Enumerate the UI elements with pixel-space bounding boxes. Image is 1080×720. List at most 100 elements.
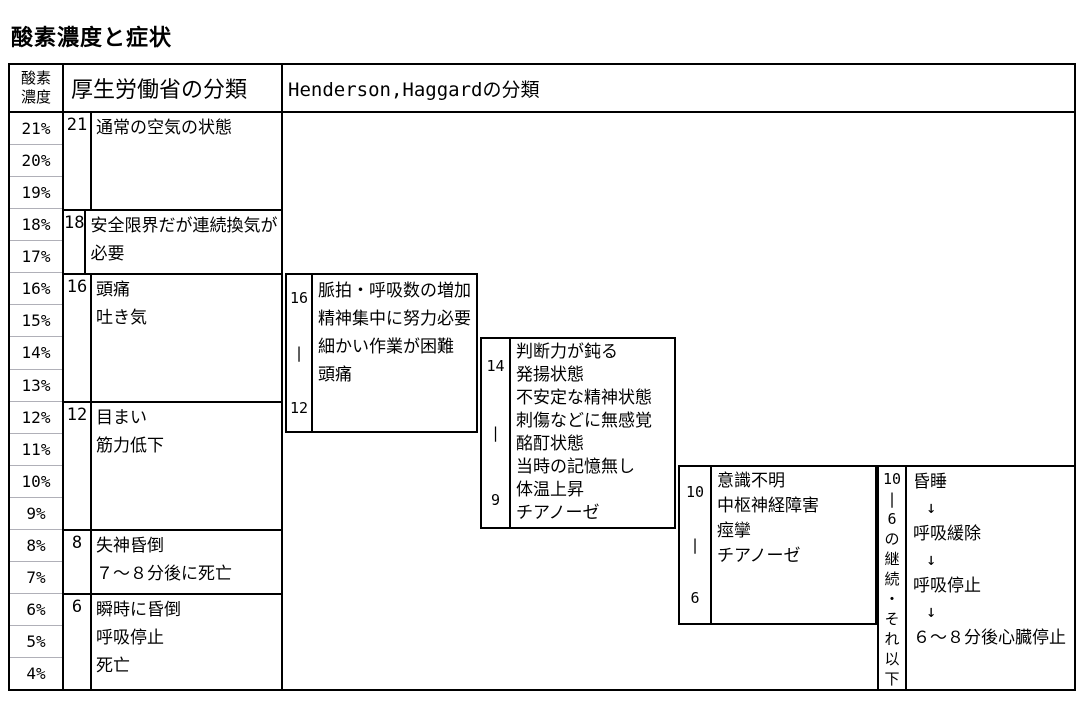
symptom-line: 頭痛 xyxy=(318,365,352,385)
header-oxygen-line1: 酸素 xyxy=(20,69,51,87)
strip-char: そ xyxy=(884,610,900,628)
strip-char: 6 xyxy=(887,510,897,528)
page-title: 酸素濃度と症状 xyxy=(11,26,173,51)
oxygen-level-row: 17% xyxy=(10,240,62,272)
continuation-strip: 10 | 6 の 継 続 ・ そ れ 以 下 xyxy=(877,465,907,689)
mhlw-group-value: 6 xyxy=(64,595,92,689)
strip-char: ・ xyxy=(884,590,900,608)
mhlw-group-21: 21 通常の空気の状態 xyxy=(64,113,281,209)
symptom-line: 細かい作業が困難 xyxy=(318,337,454,357)
strip-char: れ xyxy=(884,630,900,648)
oxygen-level-row: 11% xyxy=(10,432,62,465)
symptom-line: 判断力が鈍る xyxy=(516,342,618,362)
symptom-line: チアノーゼ xyxy=(717,546,801,566)
range-bar: | xyxy=(690,536,700,554)
symptom-line: 呼吸停止 xyxy=(913,576,981,596)
mhlw-group-symptoms: 頭痛 吐き気 xyxy=(92,275,281,401)
henderson-range-14-9: 14 | 9 xyxy=(482,339,511,527)
henderson-box-14-9: 14 | 9 判断力が鈍る 発揚状態 不安定な精神状態 刺傷などに無感覚 酩酊状… xyxy=(480,337,676,529)
strip-char: 続 xyxy=(884,570,900,588)
mhlw-group-16: 16 頭痛 吐き気 xyxy=(64,273,281,401)
symptom-line: 死亡 xyxy=(96,656,130,676)
mhlw-group-symptoms: 瞬時に昏倒 呼吸停止 死亡 xyxy=(92,595,281,689)
symptom-line: 体温上昇 xyxy=(516,480,584,500)
symptom-line: チアノーゼ xyxy=(516,503,600,523)
henderson-symptoms: 脈拍・呼吸数の増加 精神集中に努力必要 細かい作業が困難 頭痛 xyxy=(313,275,476,431)
symptom-line: 不安定な精神状態 xyxy=(516,388,652,408)
oxygen-level-row: 18% xyxy=(10,208,62,240)
mhlw-group-8: 8 失神昏倒 ７～８分後に死亡 xyxy=(64,529,281,593)
symptom-line: 通常の空気の状態 xyxy=(96,118,232,138)
oxygen-level-row: 7% xyxy=(10,560,62,593)
symptom-line: 脈拍・呼吸数の増加 xyxy=(318,281,471,301)
final-symptoms-box: 昏睡 ↓ 呼吸緩除 ↓ 呼吸停止 ↓ ６～８分後心臓停止 xyxy=(907,465,1074,689)
symptom-line: 頭痛 xyxy=(96,280,130,300)
henderson-range-16-12: 16 | 12 xyxy=(287,275,313,431)
symptom-line: 当時の記憶無し xyxy=(516,457,635,477)
strip-char: 以 xyxy=(884,650,900,668)
down-arrow-icon: ↓ xyxy=(926,550,937,570)
strip-char: 下 xyxy=(884,670,900,688)
mhlw-group-6: 6 瞬時に昏倒 呼吸停止 死亡 xyxy=(64,593,281,689)
oxygen-level-row: 16% xyxy=(10,272,62,304)
symptom-line: 目まい xyxy=(96,408,147,428)
symptom-line: ６～８分後心臓停止 xyxy=(913,628,1066,648)
header-oxygen-concentration: 酸素 濃度 xyxy=(10,65,64,111)
henderson-range-10-6: 10 | 6 xyxy=(680,467,712,623)
mhlw-group-symptoms: 失神昏倒 ７～８分後に死亡 xyxy=(92,531,281,593)
strip-char: 継 xyxy=(884,550,900,568)
header-oxygen-line2: 濃度 xyxy=(20,88,51,106)
symptom-line: 吐き気 xyxy=(96,308,147,328)
oxygen-level-row: 12% xyxy=(10,400,62,433)
symptom-line: 必要 xyxy=(90,244,125,264)
symptom-line: 瞬時に昏倒 xyxy=(96,600,181,620)
range-bottom: 12 xyxy=(289,399,309,417)
symptom-line: 酩酊状態 xyxy=(516,434,584,454)
mhlw-group-value: 21 xyxy=(64,113,92,209)
mhlw-group-value: 8 xyxy=(64,531,92,593)
oxygen-level-row: 13% xyxy=(10,368,62,401)
strip-char: | xyxy=(887,490,897,508)
oxygen-symptoms-table: 酸素 濃度 厚生労働省の分類 Henderson,Haggardの分類 21% … xyxy=(8,63,1076,691)
symptom-line: 呼吸緩除 xyxy=(913,524,981,544)
down-arrow-icon: ↓ xyxy=(926,602,937,622)
henderson-symptoms: 判断力が鈍る 発揚状態 不安定な精神状態 刺傷などに無感覚 酩酊状態 当時の記憶… xyxy=(511,339,674,527)
header-mhlw-classification: 厚生労働省の分類 xyxy=(64,65,283,111)
symptom-line: 呼吸停止 xyxy=(96,628,164,648)
oxygen-level-row: 5% xyxy=(10,625,62,657)
oxygen-level-row: 4% xyxy=(10,657,62,689)
strip-char: 10 xyxy=(882,470,902,488)
range-top: 14 xyxy=(486,357,505,375)
mhlw-group-value: 16 xyxy=(64,275,92,401)
henderson-symptoms: 意識不明 中枢神経障害 痙攣 チアノーゼ xyxy=(712,467,875,623)
range-top: 10 xyxy=(685,483,705,501)
mhlw-group-symptoms: 安全限界だが連続換気が 必要 xyxy=(86,211,281,273)
oxygen-level-row: 6% xyxy=(10,592,62,625)
mhlw-group-value: 18 xyxy=(64,211,87,273)
symptom-line: 昏睡 xyxy=(913,472,947,492)
oxygen-level-row: 9% xyxy=(10,496,62,529)
oxygen-level-row: 21% xyxy=(21,119,51,139)
oxygen-level-row: 10% xyxy=(10,464,62,497)
henderson-box-16-12: 16 | 12 脈拍・呼吸数の増加 精神集中に努力必要 細かい作業が困難 頭痛 xyxy=(285,273,478,433)
mhlw-group-18: 18 安全限界だが連続換気が 必要 xyxy=(64,209,281,273)
mhlw-classification-column: 21 通常の空気の状態 18 安全限界だが連続換気が 必要 16 頭痛 吐き気 … xyxy=(64,113,283,689)
symptom-line: 中枢神経障害 xyxy=(717,496,819,516)
range-bottom: 6 xyxy=(690,589,700,607)
henderson-box-10-6: 10 | 6 意識不明 中枢神経障害 痙攣 チアノーゼ xyxy=(678,465,877,625)
mhlw-group-symptoms: 目まい 筋力低下 xyxy=(92,403,281,529)
down-arrow-icon: ↓ xyxy=(926,498,937,518)
symptom-line: 発揚状態 xyxy=(516,365,584,385)
header-henderson-classification: Henderson,Haggardの分類 xyxy=(288,78,540,101)
symptom-line: 意識不明 xyxy=(717,471,785,491)
symptom-line: 痙攣 xyxy=(717,521,751,541)
symptom-line: 刺傷などに無感覚 xyxy=(516,411,652,431)
mhlw-group-value: 12 xyxy=(64,403,92,529)
symptom-line: ７～８分後に死亡 xyxy=(96,564,232,584)
symptom-line: 筋力低下 xyxy=(96,436,164,456)
oxygen-level-row: 19% xyxy=(10,176,62,208)
oxygen-level-column: 21% 20% 19% 18% 17% 16% 15% 14% 13% 12% … xyxy=(10,113,64,689)
oxygen-level-row: 8% xyxy=(10,528,62,561)
oxygen-level-row: 15% xyxy=(10,304,62,336)
table-header-row: 酸素 濃度 厚生労働省の分類 Henderson,Haggardの分類 xyxy=(10,65,1074,113)
